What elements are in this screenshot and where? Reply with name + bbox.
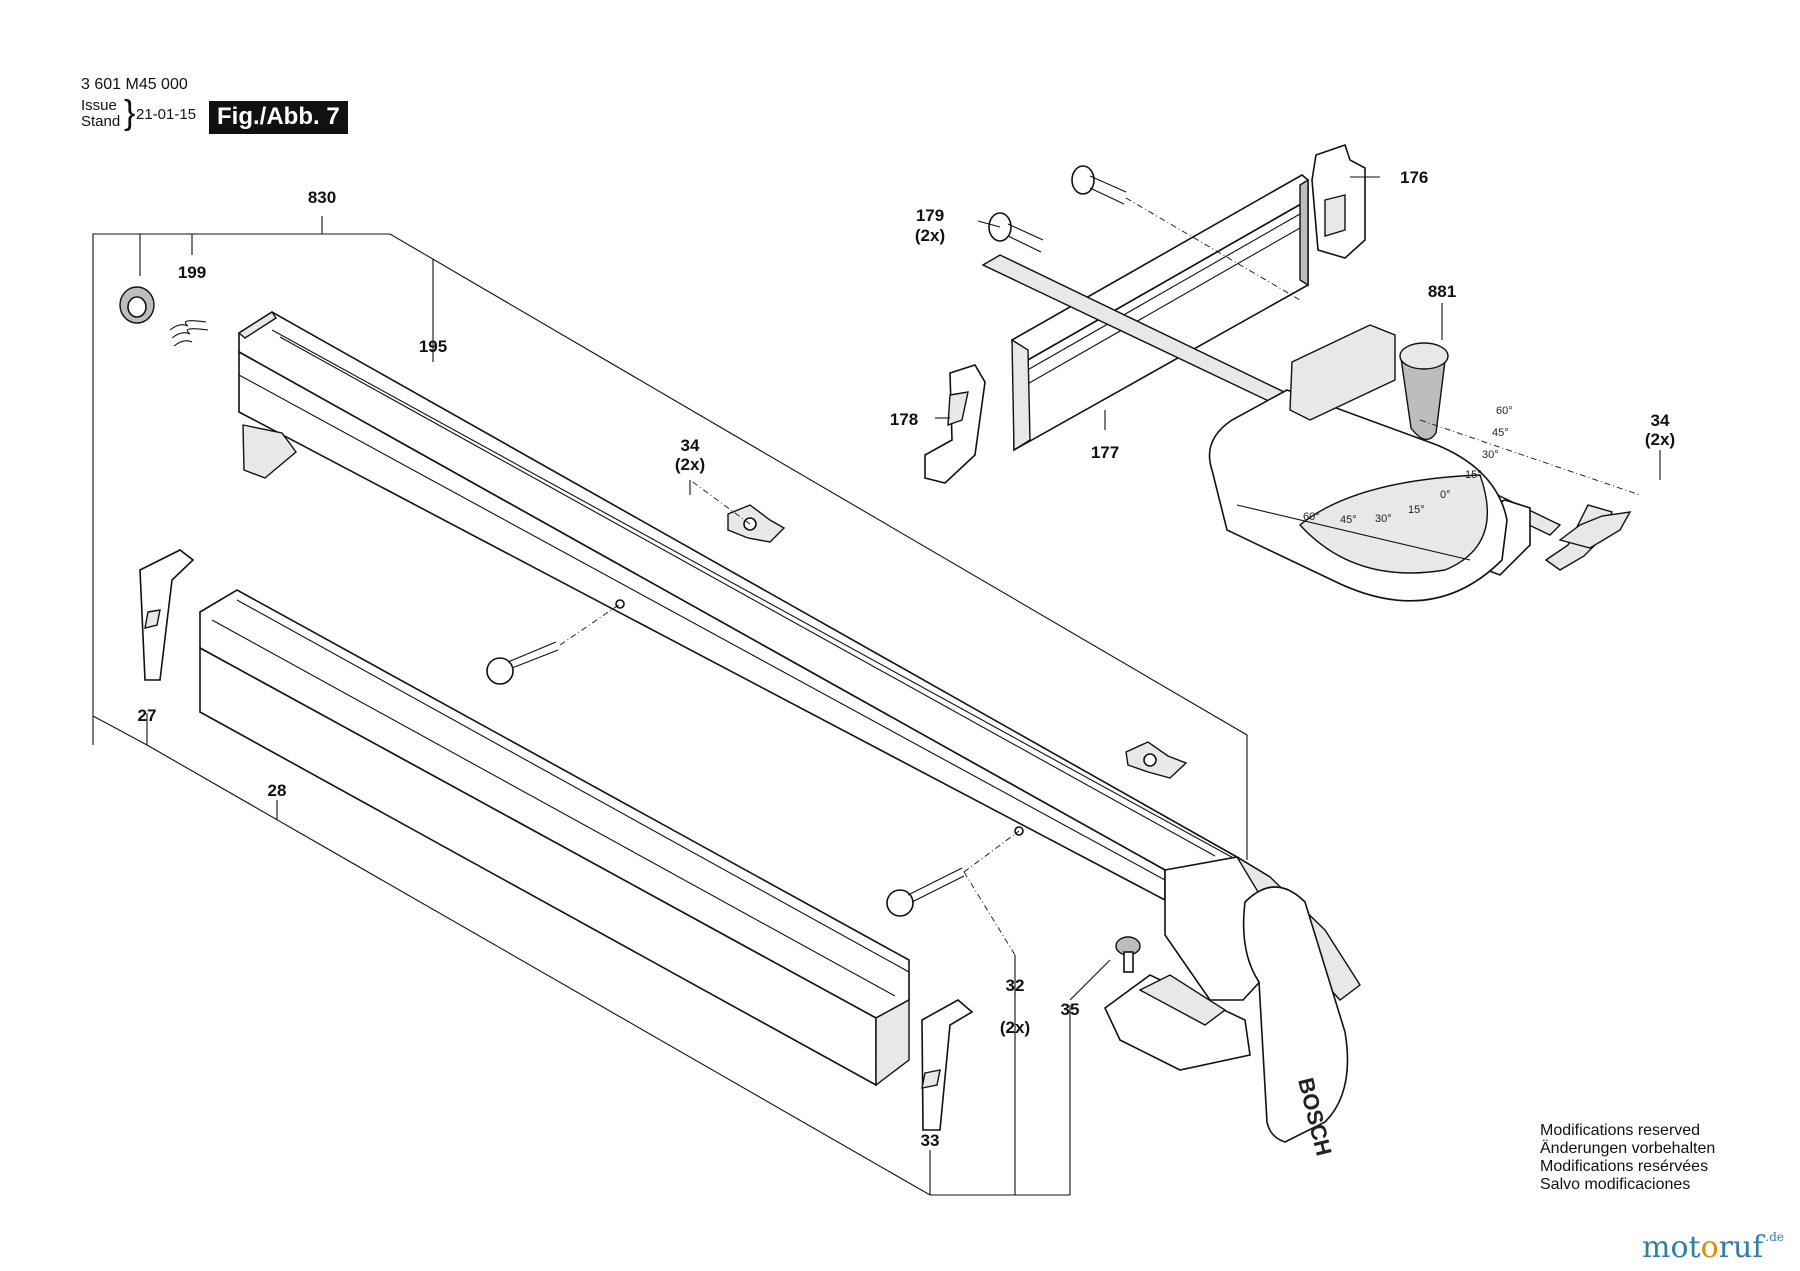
part-qty-34-right: (2x)	[1645, 430, 1675, 449]
issue-label: Issue	[81, 97, 117, 114]
scale-mark-6: 30°	[1482, 449, 1499, 461]
bracket-178	[924, 364, 986, 484]
scale-mark-8: 60°	[1496, 405, 1513, 417]
part-qty-32: (2x)	[1000, 1018, 1030, 1037]
clamp-shoe	[1103, 974, 1251, 1071]
site-logo-tld: .de	[1765, 1230, 1785, 1244]
document-number: 3 601 M45 000	[81, 76, 188, 93]
site-logo-part-b: ruf	[1718, 1230, 1764, 1265]
bolt-179-lower	[988, 212, 1044, 253]
site-logo-part-a: mot	[1642, 1230, 1701, 1265]
miter-gauge-881: 60° 45° 30° 15° 0° 15° 30° 45° 60°	[1208, 324, 1641, 602]
part-label-830: 830	[308, 188, 336, 207]
bracket-27	[139, 549, 195, 681]
wing-nut-upper	[689, 479, 786, 543]
part-label-179: 179	[916, 206, 944, 225]
part-qty-34-left: (2x)	[675, 455, 705, 474]
part-label-34-right: 34	[1651, 411, 1670, 430]
modifications-notes: Modifications reserved Änderungen vorbeh…	[1540, 1122, 1715, 1194]
group-bracket-830	[92, 233, 1248, 860]
part-label-27: 27	[138, 706, 157, 725]
carriage-bolt-upper	[486, 603, 621, 685]
scale-mark-0: 60°	[1303, 511, 1320, 523]
bolt-179-upper	[1071, 165, 1301, 301]
bracket-33	[921, 999, 974, 1131]
issue-stand-label: Issue Stand	[81, 98, 120, 130]
part-label-34-left: 34	[681, 436, 700, 455]
issue-date: 21-01-15	[136, 106, 197, 123]
bracket-176	[1311, 143, 1366, 259]
site-logo-part-o: o	[1700, 1230, 1719, 1265]
note-de: Änderungen vorbehalten	[1540, 1140, 1716, 1157]
scale-mark-3: 15°	[1408, 504, 1425, 516]
scale-mark-7: 45°	[1492, 427, 1509, 439]
rail-foot	[242, 424, 297, 479]
note-fr: Modifications resérvées	[1540, 1158, 1709, 1175]
brace-glyph: }	[124, 94, 136, 132]
note-en: Modifications reserved	[1540, 1122, 1701, 1139]
stand-label: Stand	[81, 113, 121, 130]
figure-badge: Fig./Abb. 7	[209, 101, 348, 134]
spring-199	[169, 320, 209, 347]
part-label-32: 32	[1006, 976, 1025, 995]
note-es: Salvo modificaciones	[1540, 1176, 1691, 1193]
scale-mark-1: 45°	[1340, 514, 1357, 526]
part-label-178: 178	[890, 410, 918, 429]
wing-nut-lower	[1125, 741, 1188, 779]
scale-mark-5: 15°	[1465, 469, 1482, 481]
site-logo: motoruf.de	[1642, 1230, 1784, 1265]
screw-35	[1115, 936, 1141, 973]
carriage-bolt-lower	[886, 830, 1020, 956]
part-label-176: 176	[1400, 168, 1428, 187]
fence-rail-195	[237, 311, 1238, 902]
scale-mark-4: 0°	[1440, 489, 1451, 501]
wing-nut-right-b	[1558, 511, 1632, 549]
part-label-35: 35	[1061, 1000, 1080, 1019]
miter-fence-177	[1011, 174, 1309, 452]
part-label-28: 28	[268, 781, 287, 800]
fence-face-28	[199, 589, 1024, 1087]
part-label-881: 881	[1428, 282, 1456, 301]
end-knob	[119, 286, 155, 324]
part-label-195: 195	[419, 337, 447, 356]
part-label-177: 177	[1091, 443, 1119, 462]
part-label-199: 199	[178, 263, 206, 282]
part-label-33: 33	[921, 1131, 940, 1150]
scale-mark-2: 30°	[1375, 513, 1392, 525]
fence-lock-handle: BOSCH	[1242, 886, 1349, 1158]
group-bracket-bottom	[92, 715, 1070, 1196]
part-qty-179: (2x)	[915, 226, 945, 245]
